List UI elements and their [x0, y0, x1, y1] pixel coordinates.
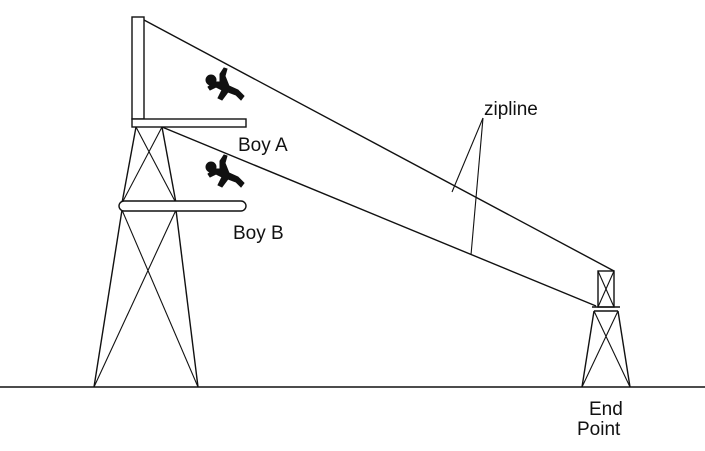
zipline-pointer-a	[451, 117, 484, 193]
boy-a-label: Boy A	[238, 135, 288, 156]
boy-b-label: Boy B	[233, 223, 284, 244]
tower-post	[131, 16, 145, 120]
zipline-label: zipline	[484, 99, 538, 120]
zipline-rider-icon	[205, 67, 245, 101]
end-tower	[581, 270, 631, 388]
platform-a	[131, 118, 247, 128]
zipline-rider-icon	[205, 154, 245, 188]
zipline-pointer-b	[470, 117, 484, 256]
end-point-label-line2: Point	[577, 419, 621, 440]
start-tower	[93, 126, 199, 388]
end-point-label-line1: End	[589, 399, 623, 420]
zipline-cable-a	[143, 19, 615, 272]
zipline-cable-b	[161, 126, 597, 307]
platform-b	[118, 200, 247, 212]
